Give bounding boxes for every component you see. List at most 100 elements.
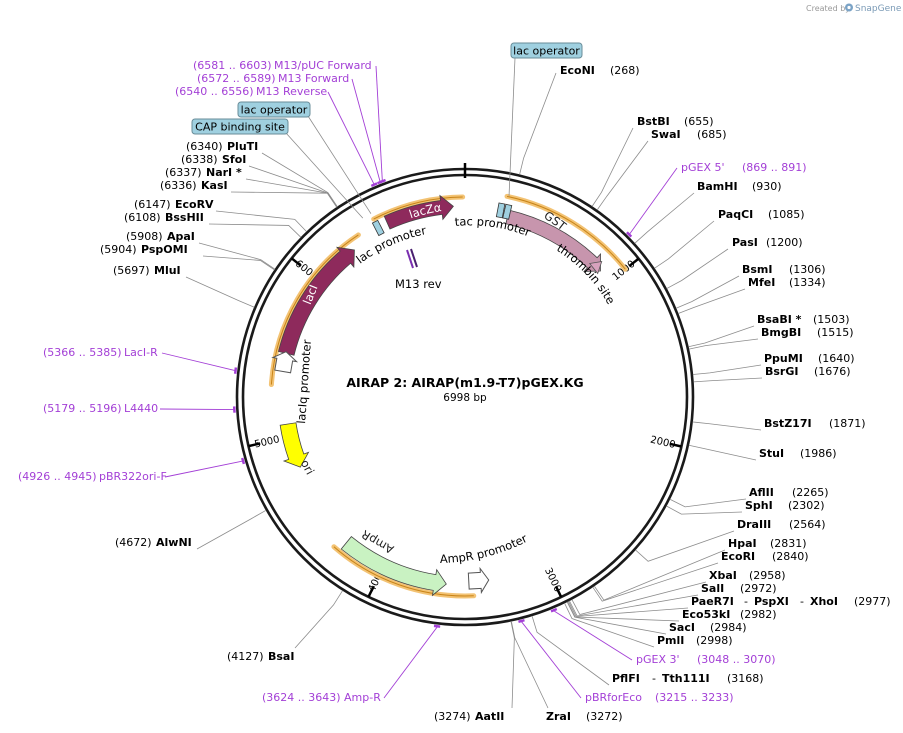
svg-text:(5179 .. 5196): (5179 .. 5196) bbox=[43, 402, 122, 415]
leader-xbai bbox=[571, 581, 707, 616]
primer-laci-r: (5366 .. 5385) LacI-R bbox=[43, 346, 158, 359]
site-stui: StuI (1986) bbox=[759, 447, 837, 460]
snapgene-logo-icon bbox=[845, 3, 853, 12]
primer-m13puc: (6581 .. 6603) M13/pUC Forward bbox=[193, 59, 372, 72]
promoter-arrow-ampr-prom bbox=[467, 566, 490, 595]
leader-sphi bbox=[666, 505, 743, 515]
leader-hpai bbox=[593, 549, 726, 601]
svg-text:SwaI: SwaI bbox=[651, 128, 681, 141]
site-saci: SacI (2984) bbox=[669, 621, 747, 634]
svg-text:pGEX 5': pGEX 5' bbox=[681, 161, 725, 174]
cap-binding-site-box: CAP binding site bbox=[191, 118, 289, 135]
leader-aflii bbox=[669, 498, 747, 508]
leader-sfoi bbox=[248, 165, 338, 208]
site-bsai: (4127) BsaI bbox=[227, 650, 294, 663]
site-paqci: PaqCI (1085) bbox=[718, 208, 805, 221]
site-bstz17i: BstZ17I (1871) bbox=[764, 417, 866, 430]
leader-kasi bbox=[230, 191, 338, 208]
svg-text:AatII: AatII bbox=[475, 710, 504, 723]
site-bsabi: BsaBI * (1503) bbox=[757, 313, 850, 326]
leader-bsabi bbox=[688, 325, 755, 348]
plasmid-name: AIRAP 2: AIRAP(m1.9-T7)pGEX.KG bbox=[346, 375, 583, 390]
leader-alwni bbox=[196, 509, 267, 550]
leader-bstbi bbox=[591, 127, 634, 207]
svg-text:ApaI: ApaI bbox=[167, 230, 195, 243]
primer-leader-pgex3 bbox=[554, 610, 633, 661]
svg-text:(6147): (6147) bbox=[134, 198, 171, 211]
site-nari: (6337) NarI * bbox=[165, 166, 242, 179]
feature-lacZa bbox=[383, 194, 454, 230]
site-bamhi: BamHI (930) bbox=[697, 180, 782, 193]
svg-text:M13/pUC Forward: M13/pUC Forward bbox=[274, 59, 372, 72]
svg-text:(268): (268) bbox=[610, 64, 640, 77]
leader-paqci bbox=[654, 220, 715, 269]
leader-aatii bbox=[510, 621, 515, 709]
primer-leader-laci-r bbox=[161, 352, 235, 371]
svg-text:AflII: AflII bbox=[749, 486, 774, 499]
svg-text:(2972): (2972) bbox=[740, 582, 777, 595]
svg-text:KasI: KasI bbox=[201, 179, 228, 192]
svg-text:(6337): (6337) bbox=[165, 166, 202, 179]
site-ecori: EcoRI (2840) bbox=[721, 550, 809, 563]
leader-box-1 bbox=[285, 132, 364, 219]
svg-text:-: - bbox=[800, 595, 804, 608]
svg-text:(5904): (5904) bbox=[100, 243, 137, 256]
svg-text:(2564): (2564) bbox=[789, 518, 826, 531]
leader-box-2 bbox=[508, 57, 516, 196]
svg-text:MluI: MluI bbox=[154, 264, 181, 277]
svg-text:SfoI: SfoI bbox=[222, 153, 246, 166]
m13-rev-label: M13 rev bbox=[395, 277, 442, 291]
site-swai: SwaI (685) bbox=[651, 128, 727, 141]
svg-text:(3624 .. 3643): (3624 .. 3643) bbox=[262, 691, 341, 704]
promoter-label-ampr: AmpR promoter bbox=[440, 531, 530, 566]
primer-markers bbox=[159, 65, 678, 699]
leader-zrai bbox=[510, 621, 549, 709]
svg-text:BsaI: BsaI bbox=[268, 650, 294, 663]
primer-leader-m13rev-primer bbox=[327, 91, 375, 184]
svg-text:lac operator: lac operator bbox=[241, 104, 308, 117]
svg-text:(4926 .. 4945): (4926 .. 4945) bbox=[18, 470, 97, 483]
site-bsrgi: BsrGI (1676) bbox=[765, 365, 851, 378]
tick-3000 bbox=[554, 585, 563, 598]
svg-text:LacI-R: LacI-R bbox=[124, 346, 158, 359]
svg-text:(5366 .. 5385): (5366 .. 5385) bbox=[43, 346, 122, 359]
svg-text:StuI: StuI bbox=[759, 447, 784, 460]
leader-draiii bbox=[635, 530, 735, 562]
leader-ecori bbox=[592, 562, 719, 602]
leader-bmgbi bbox=[688, 338, 759, 350]
site-aflii: AflII (2265) bbox=[749, 486, 829, 499]
primer-pbrforeco: pBRforEco (3215 .. 3233) bbox=[585, 691, 734, 704]
primer-l4440: (5179 .. 5196) L4440 bbox=[43, 402, 158, 415]
svg-text:(1871): (1871) bbox=[829, 417, 866, 430]
tick-label-5000: 5000 bbox=[254, 434, 281, 450]
primer-mark-m13rev-primer bbox=[370, 182, 378, 187]
lac-operator-box-left: lac operator bbox=[237, 101, 311, 118]
primer-m13fwd: (6572 .. 6589) M13 Forward bbox=[197, 72, 349, 85]
feature-ampr bbox=[340, 536, 447, 597]
svg-text:-: - bbox=[652, 672, 656, 685]
svg-text:(2982): (2982) bbox=[740, 608, 777, 621]
svg-text:PpuMI: PpuMI bbox=[764, 352, 803, 365]
site-sali: SalI (2972) bbox=[701, 582, 777, 595]
primer-mark-pgex3 bbox=[550, 607, 558, 613]
svg-text:NarI *: NarI * bbox=[206, 166, 242, 179]
primer-leader-amp-r bbox=[383, 627, 438, 699]
primer-mark-pgex5 bbox=[626, 231, 633, 238]
plasmid-length: 6998 bp bbox=[443, 392, 487, 404]
svg-text:(6108): (6108) bbox=[124, 211, 161, 224]
site-pspomi: (5904) PspOMI bbox=[100, 243, 188, 256]
svg-text:(6338): (6338) bbox=[181, 153, 218, 166]
svg-text:(1503): (1503) bbox=[813, 313, 850, 326]
site-pflfi-tth111i: PflFI - Tth111I (3168) bbox=[612, 672, 764, 685]
leader-mfei bbox=[678, 288, 746, 314]
leader-bamhi bbox=[634, 192, 695, 244]
primer-mark-pbrforeco bbox=[518, 619, 525, 623]
svg-text:SphI: SphI bbox=[745, 499, 773, 512]
svg-text:DraIII: DraIII bbox=[737, 518, 771, 531]
primer-pgex3: pGEX 3' (3048 .. 3070) bbox=[636, 653, 776, 666]
svg-text:(3274): (3274) bbox=[434, 710, 471, 723]
primer-leader-pgex5 bbox=[629, 167, 678, 234]
leader-paer7i bbox=[568, 601, 689, 617]
tick-6000 bbox=[290, 257, 302, 267]
svg-text:BsmI: BsmI bbox=[742, 263, 773, 276]
